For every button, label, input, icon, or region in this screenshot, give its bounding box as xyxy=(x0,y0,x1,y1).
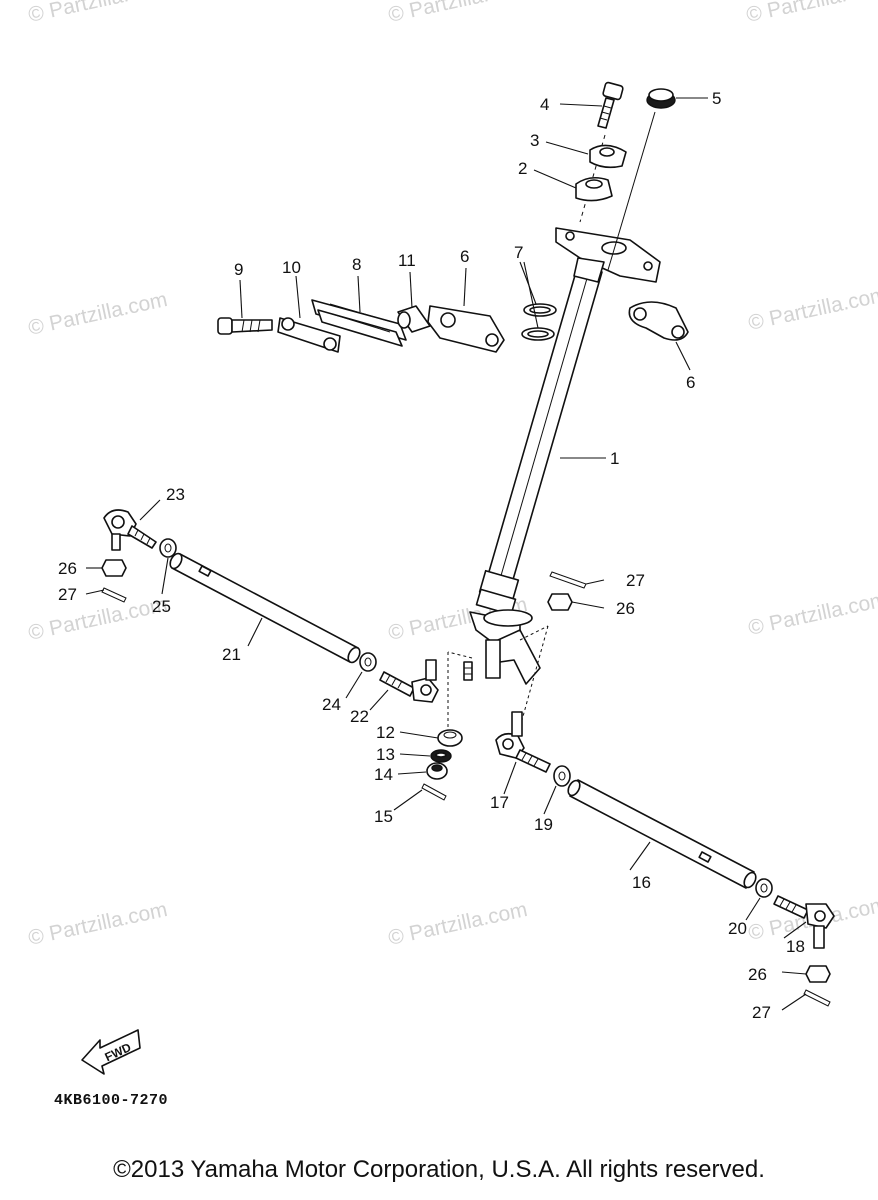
callouts: 4 5 3 2 9 10 8 11 6 7 6 1 23 26 27 25 27… xyxy=(58,89,805,1022)
tie-rod-end-17 xyxy=(495,711,551,773)
watermarks: © Partzilla.com © Partzilla.com © Partzi… xyxy=(26,0,878,950)
fwd-label: FWD xyxy=(103,1040,134,1064)
callout-6-right: 6 xyxy=(686,373,695,392)
bolt-9 xyxy=(217,317,273,335)
forward-arrow-icon: FWD xyxy=(81,1029,141,1075)
callout-26-left: 26 xyxy=(58,559,77,578)
cotter-pin-27-right xyxy=(803,989,831,1007)
tie-rod-end-18 xyxy=(773,895,835,949)
callout-20: 20 xyxy=(728,919,747,938)
watermark: © Partzilla.com xyxy=(746,588,878,640)
leader-lines xyxy=(85,97,807,1011)
callout-1: 1 xyxy=(610,449,619,468)
callout-11: 11 xyxy=(398,251,416,270)
nut-26-mid xyxy=(547,593,573,611)
collar-12 xyxy=(437,729,463,747)
watermark: © Partzilla.com xyxy=(386,898,529,950)
nut-20 xyxy=(755,878,773,898)
nut-19 xyxy=(553,765,571,787)
watermark: © Partzilla.com xyxy=(26,288,169,340)
clamp-2 xyxy=(575,176,613,202)
callout-8: 8 xyxy=(352,255,361,274)
washer-13 xyxy=(430,749,452,763)
callout-14: 14 xyxy=(374,765,393,784)
tie-rod-16 xyxy=(567,779,757,889)
stud-12-area xyxy=(463,661,473,681)
callout-12: 12 xyxy=(376,723,395,742)
cap-5 xyxy=(646,88,676,109)
callout-7: 7 xyxy=(514,243,523,262)
callout-27-mid: 27 xyxy=(626,571,645,590)
callout-22: 22 xyxy=(350,707,369,726)
callout-18: 18 xyxy=(786,937,805,956)
callout-3: 3 xyxy=(530,131,539,150)
pin-11 xyxy=(397,305,431,333)
holder-6-left xyxy=(427,305,505,353)
steering-shaft xyxy=(469,264,603,685)
callout-9: 9 xyxy=(234,260,243,279)
callout-25: 25 xyxy=(152,597,171,616)
callout-19: 19 xyxy=(534,815,553,834)
callout-27-left: 27 xyxy=(58,585,77,604)
cotter-pin-27-mid xyxy=(549,571,587,589)
callout-21: 21 xyxy=(222,645,241,664)
callout-24: 24 xyxy=(322,695,341,714)
rings-7 xyxy=(521,303,557,341)
bolt-4 xyxy=(597,81,624,129)
watermark: © Partzilla.com xyxy=(746,283,878,335)
callout-26-mid: 26 xyxy=(616,599,635,618)
callout-4: 4 xyxy=(540,95,549,114)
callout-10: 10 xyxy=(282,258,301,277)
tie-rod-end-22 xyxy=(379,659,439,703)
cotter-pin-27-left xyxy=(101,587,127,603)
clamp-3 xyxy=(589,144,627,169)
callout-2: 2 xyxy=(518,159,527,178)
nut-25 xyxy=(159,538,177,558)
cotter-pin-15 xyxy=(421,783,447,801)
center-line xyxy=(579,134,606,223)
shaft-upper-bracket xyxy=(555,227,661,283)
tie-rod-21 xyxy=(169,552,361,664)
callout-15: 15 xyxy=(374,807,393,826)
callout-5: 5 xyxy=(712,89,721,108)
watermark: © Partzilla.com xyxy=(386,0,529,27)
callout-17: 17 xyxy=(490,793,509,812)
watermark: © Partzilla.com xyxy=(26,898,169,950)
nut-26-left xyxy=(101,559,127,577)
callout-27-right: 27 xyxy=(752,1003,771,1022)
guide-8 xyxy=(311,299,407,347)
callout-16: 16 xyxy=(632,873,651,892)
bracket-6-right xyxy=(628,301,689,341)
callout-13: 13 xyxy=(376,745,395,764)
callout-26-right: 26 xyxy=(748,965,767,984)
nut-26-right xyxy=(805,965,831,983)
diagram-code: 4KB6100-7270 xyxy=(54,1092,168,1109)
nut-24 xyxy=(359,652,377,672)
callout-6-left: 6 xyxy=(460,247,469,266)
watermark: © Partzilla.com xyxy=(26,593,169,645)
watermark: © Partzilla.com xyxy=(26,0,169,27)
copyright-notice: ©2013 Yamaha Motor Corporation, U.S.A. A… xyxy=(113,1156,765,1183)
plate-10 xyxy=(277,317,341,353)
callout-23: 23 xyxy=(166,485,185,504)
tie-rod-left-end-23 xyxy=(103,509,157,551)
nut-14 xyxy=(426,762,448,780)
center-line xyxy=(607,111,656,271)
watermark: © Partzilla.com xyxy=(744,0,878,27)
